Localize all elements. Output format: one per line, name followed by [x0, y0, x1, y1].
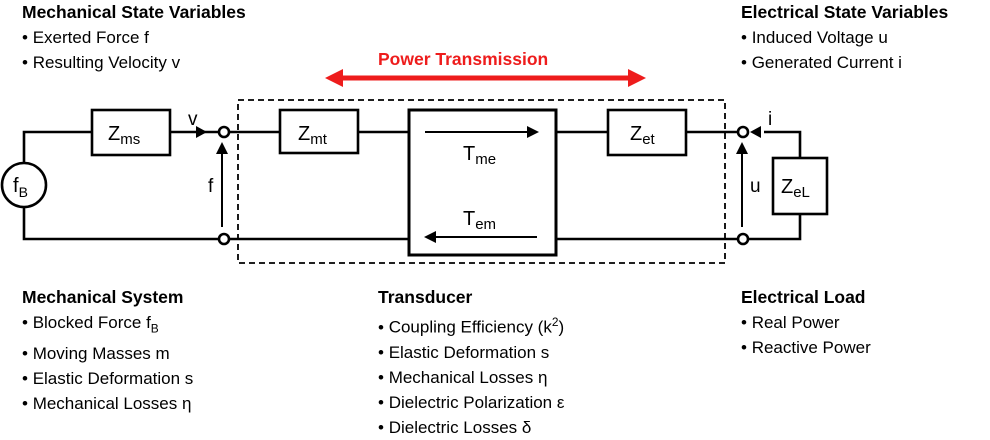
current-arrow	[750, 126, 761, 138]
transducer-properties: Transducer Coupling Efficiency (k2) Elas…	[378, 285, 564, 440]
mechanical-system: Mechanical System Blocked Force fB Movin…	[22, 285, 193, 416]
voltage-label: u	[750, 176, 761, 197]
electrical-state-variables: Electrical State Variables Induced Volta…	[741, 0, 948, 75]
z-et-box	[606, 108, 688, 157]
transducer-title: Transducer	[378, 287, 473, 307]
t-em-label: Tem	[463, 208, 496, 233]
terminal-elec-bottom	[736, 232, 750, 246]
terminal-mech-top	[217, 125, 231, 139]
list-item: Blocked Force fB	[22, 310, 193, 341]
list-item: Elastic Deformation s	[22, 366, 194, 391]
list-item: Dielectric Losses δ	[378, 415, 564, 440]
force-arrow	[216, 142, 228, 227]
list-item: Exerted Force f	[22, 25, 246, 50]
arrowhead-right-icon	[628, 69, 646, 87]
power-transmission-arrow	[325, 69, 646, 87]
list-item: Generated Current i	[741, 50, 948, 75]
t-em-arrow	[424, 231, 537, 243]
t-me-label: Tme	[463, 143, 496, 168]
mechanical-state-variables: Mechanical State Variables Exerted Force…	[22, 0, 246, 75]
z-et-label: Zet	[630, 123, 656, 148]
list-item: Dielectric Polarization ε	[378, 390, 565, 415]
electrical-state-title: Electrical State Variables	[741, 2, 949, 22]
list-item: Induced Voltage u	[741, 25, 948, 50]
list-item: Reactive Power	[741, 335, 871, 360]
list-item: Coupling Efficiency (k2)	[378, 310, 564, 340]
z-mt-label: Zmt	[298, 123, 328, 148]
force-source	[0, 161, 48, 209]
force-label: f	[208, 176, 214, 197]
velocity-arrow	[196, 126, 207, 138]
wires	[22, 130, 802, 241]
z-el-box	[771, 156, 829, 216]
arrowhead-left-icon	[325, 69, 343, 87]
transducer-boundary	[237, 99, 726, 264]
velocity-label: v	[188, 109, 198, 130]
terminal-elec-top	[736, 125, 750, 139]
voltage-arrow	[736, 142, 748, 227]
power-transmission-label: Power Transmission	[378, 49, 549, 69]
list-item: Elastic Deformation s	[378, 340, 564, 365]
list-item: Mechanical Losses η	[378, 365, 564, 390]
list-item: Resulting Velocity v	[22, 50, 246, 75]
z-ms-box	[90, 108, 172, 157]
z-el-label: ZeL	[781, 176, 810, 201]
electrical-load-title: Electrical Load	[741, 287, 866, 307]
terminal-mech-bottom	[217, 232, 231, 246]
z-ms-label: Zms	[108, 123, 140, 148]
t-me-arrow	[425, 126, 539, 138]
list-item: Mechanical Losses η	[22, 391, 193, 416]
mechanical-system-title: Mechanical System	[22, 287, 184, 307]
z-mt-box	[278, 108, 360, 155]
source-label: fB	[13, 175, 28, 200]
list-item: Real Power	[741, 310, 871, 335]
list-item: Moving Masses m	[22, 341, 193, 366]
current-label: i	[768, 109, 772, 130]
electrical-load: Electrical Load Real Power Reactive Powe…	[741, 285, 871, 360]
mechanical-state-title: Mechanical State Variables	[22, 2, 246, 22]
